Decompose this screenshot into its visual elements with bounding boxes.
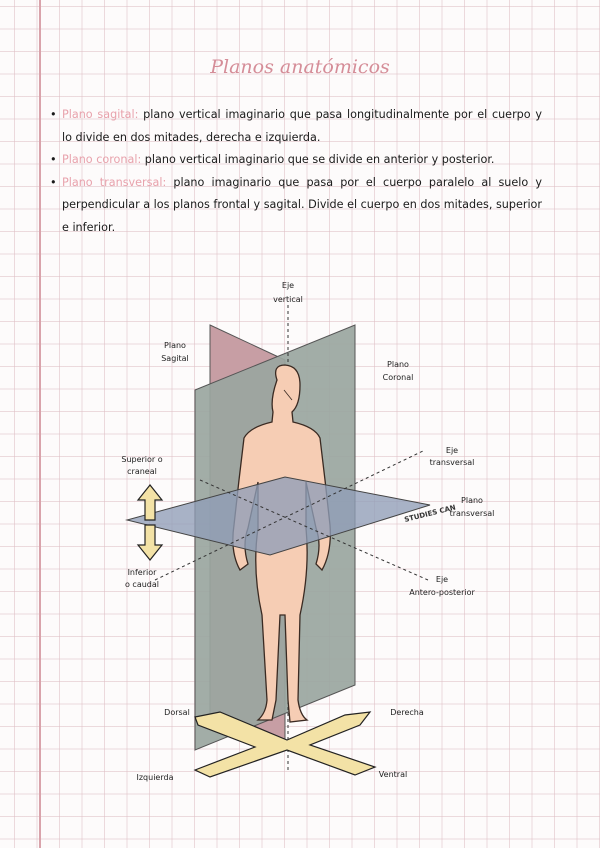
list-item: Plano sagital: plano vertical imaginario… (50, 104, 542, 149)
label-plano-coronal-1: Plano (387, 360, 409, 369)
transverse-plane (127, 477, 430, 555)
label-plano-transversal-2: transversal (450, 509, 495, 518)
margin-line (39, 0, 41, 848)
label-eje-ap-2: Antero-posterior (409, 588, 475, 597)
term-coronal: Plano coronal: (62, 153, 141, 166)
label-ventral: Ventral (379, 770, 407, 779)
label-plano-sagital-2: Sagital (161, 354, 189, 363)
label-superior-2: craneal (127, 467, 157, 476)
list-item: Plano transversal: plano imaginario que … (50, 172, 542, 240)
anatomical-planes-figure: Eje vertical Plano Sagital Plano Coronal… (100, 270, 520, 800)
list-item: Plano coronal: plano vertical imaginario… (50, 149, 542, 172)
definition-coronal: plano vertical imaginario que se divide … (141, 153, 494, 166)
label-eje-vertical-2: vertical (273, 295, 303, 304)
label-eje-vertical-1: Eje (282, 281, 294, 290)
page-title: Planos anatómicos (0, 56, 600, 78)
label-eje-transversal-1: Eje (446, 446, 458, 455)
label-superior-1: Superior o (121, 455, 162, 464)
label-eje-transversal-2: transversal (430, 458, 475, 467)
label-derecha: Derecha (390, 708, 424, 717)
label-plano-coronal-2: Coronal (383, 373, 414, 382)
label-inferior-1: Inferior (128, 568, 158, 577)
term-transversal: Plano transversal: (62, 176, 166, 189)
label-inferior-2: o caudal (125, 580, 159, 589)
label-dorsal: Dorsal (164, 708, 190, 717)
definitions-list: Plano sagital: plano vertical imaginario… (50, 104, 542, 239)
label-eje-ap-1: Eje (436, 575, 448, 584)
term-sagital: Plano sagital: (62, 108, 138, 121)
label-izquierda: Izquierda (137, 773, 174, 782)
label-plano-sagital-1: Plano (164, 341, 186, 350)
label-plano-transversal-1: Plano (461, 496, 483, 505)
